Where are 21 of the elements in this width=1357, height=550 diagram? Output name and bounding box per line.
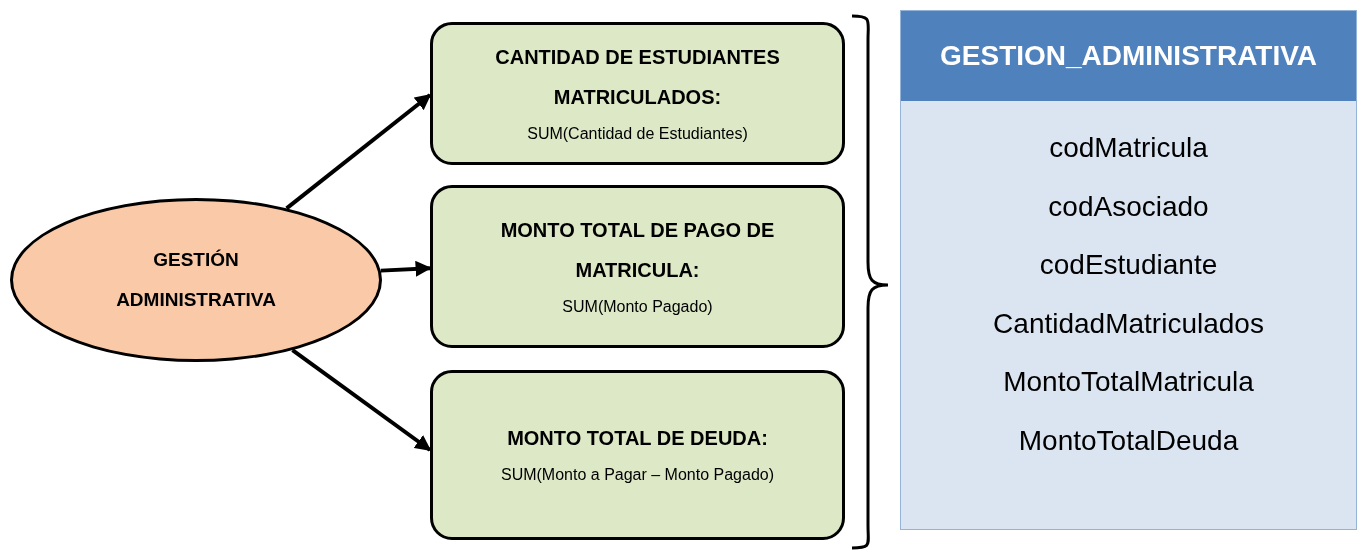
field-name: codMatricula	[1049, 131, 1208, 165]
field-name: codAsociado	[1048, 189, 1209, 224]
measure-box	[430, 370, 845, 540]
table-header: GESTION_ADMINISTRATIVA	[901, 11, 1356, 101]
node-label: GESTIÓN ADMINISTRATIVA	[115, 248, 277, 312]
field-name: MontoTotalMatricula	[1003, 365, 1254, 399]
table-panel	[900, 10, 1357, 530]
arrow	[380, 260, 432, 277]
arrow	[285, 93, 432, 210]
measure-box	[430, 22, 845, 165]
measure-title: CANTIDAD DE ESTUDIANTES MATRICULADOS:	[494, 44, 781, 110]
arrow	[291, 348, 432, 452]
formula-text: SUM(Cantidad de Estudiantes)	[527, 123, 748, 144]
formula-text: SUM(Monto Pagado)	[562, 296, 713, 317]
field-name: codEstudiante	[1039, 248, 1218, 282]
measure-title: MONTO TOTAL DE DEUDA:	[507, 426, 768, 451]
field-name: MontoTotalDeuda	[1018, 423, 1239, 458]
measure-title: MONTO TOTAL DE PAGO DE MATRICULA:	[499, 217, 776, 283]
measure-box	[430, 185, 845, 348]
field-name: CantidadMatriculados	[993, 306, 1264, 341]
formula-text: SUM(Monto a Pagar – Monto Pagado)	[501, 465, 774, 485]
